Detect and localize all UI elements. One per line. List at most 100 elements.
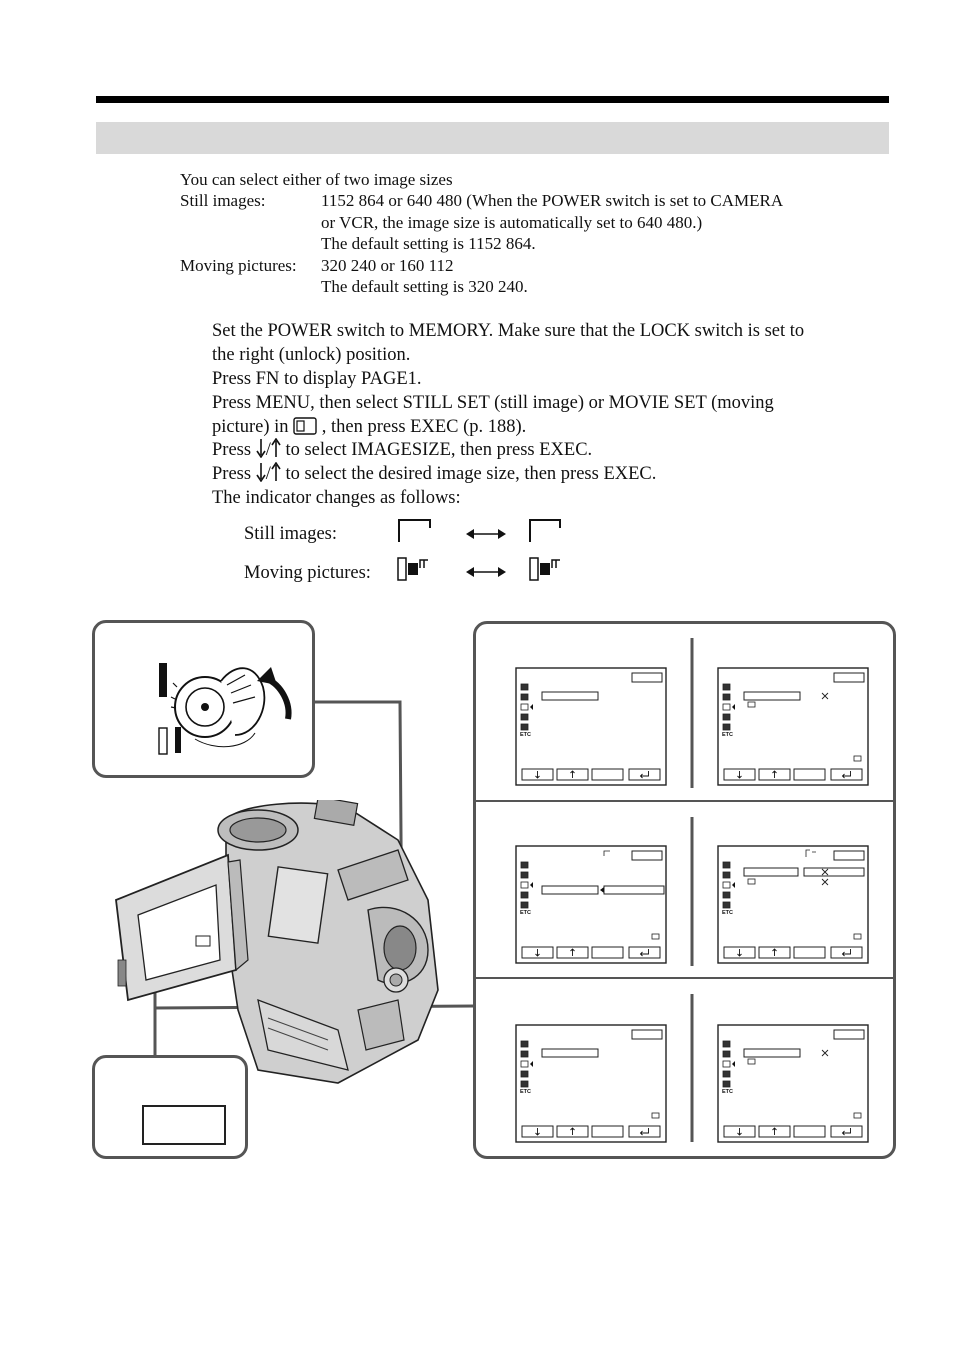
menu-category-icon (520, 703, 529, 711)
menu-screens: ETC ETC ETC ETC ETC ETC (476, 638, 893, 1143)
still-size-large-icon (398, 519, 431, 542)
menu-category-icon (722, 1050, 731, 1058)
menu-category-icon (520, 683, 529, 691)
power-switch-icon (158, 663, 292, 755)
blank-button (793, 1125, 826, 1138)
step-5-text-b: to select the desired image size, then p… (285, 464, 657, 484)
menu-category-icon (722, 713, 731, 721)
menu-category-icon (520, 1070, 529, 1078)
step-5: Press / to select the desired image size… (212, 461, 657, 489)
step-3-line-2: picture) in , then press EXEC (p. 188). (212, 415, 526, 442)
menu-category-icon (722, 881, 731, 889)
etc-label: ETC (520, 910, 531, 916)
indicator-graphics (397, 519, 561, 581)
arrow-down-icon (521, 1125, 554, 1138)
still-images-sizes: 1152 864 or 640 480 (When the POWER swit… (321, 191, 784, 210)
indicator-still-label: Still images: (244, 524, 338, 544)
menu-category-icon (722, 723, 731, 731)
cassette-icon (853, 933, 862, 940)
return-icon (830, 768, 863, 781)
etc-label: ETC (722, 732, 733, 738)
double-arrow-icon (466, 529, 506, 539)
header-rule (96, 96, 889, 103)
cassette-icon (853, 755, 862, 762)
return-icon (628, 946, 661, 959)
etc-label: ETC (722, 1089, 733, 1095)
menu-category-icon (722, 1040, 731, 1048)
lcd-menu-screen: ETC (717, 1024, 869, 1143)
moving-pictures-sizes: 320 240 or 160 112 (321, 256, 454, 275)
step-3-text-b: , then press EXEC (p. 188). (321, 417, 527, 437)
arrow-down-icon (256, 438, 266, 465)
step-1-line-2: the right (unlock) position. (212, 345, 411, 365)
arrow-down-icon (723, 768, 756, 781)
blank-button (591, 1125, 624, 1138)
film-small-icon (529, 557, 560, 581)
return-icon (830, 1125, 863, 1138)
etc-label: ETC (520, 732, 531, 738)
menu-category-icon (722, 1060, 731, 1068)
blank-button (591, 768, 624, 781)
menu-screens-panel: ETC ETC ETC ETC ETC ETC (473, 621, 896, 1159)
menu-category-icon (520, 901, 529, 909)
blank-button (591, 946, 624, 959)
arrow-up-icon (758, 946, 791, 959)
menu-category-icon (722, 861, 731, 869)
step-4: Press / to select IMAGESIZE, then press … (212, 437, 593, 465)
menu-category-icon (520, 861, 529, 869)
double-arrow-icon (466, 567, 506, 577)
power-switch-callout (92, 620, 315, 778)
menu-category-icon (722, 891, 731, 899)
arrow-up-icon (556, 946, 589, 959)
moving-pictures-default: The default setting is 320 240. (321, 277, 528, 296)
cassette-icon (853, 1112, 862, 1119)
arrow-down-icon (521, 946, 554, 959)
arrow-down-icon (723, 946, 756, 959)
arrow-up-icon (271, 461, 281, 489)
return-icon (628, 768, 661, 781)
menu-category-icon (722, 693, 731, 701)
step-3-line-1: Press MENU, then select STILL SET (still… (212, 393, 774, 413)
menu-category-icon (722, 683, 731, 691)
intro-line: You can select either of two image sizes (180, 170, 453, 189)
indicator-moving-label: Moving pictures: (244, 563, 371, 583)
still-images-label: Still images: (180, 191, 266, 210)
lcd-menu-screen: ETC (717, 845, 869, 964)
menu-category-icon (520, 1080, 529, 1088)
camcorder-illustration (115, 800, 439, 1084)
cassette-icon (651, 1112, 660, 1119)
arrow-up-icon (556, 1125, 589, 1138)
still-images-note: or VCR, the image size is automatically … (321, 213, 703, 232)
menu-category-icon (722, 703, 731, 711)
lcd-menu-screen: ETC (515, 667, 667, 786)
menu-category-icon (520, 881, 529, 889)
section-band (96, 122, 889, 154)
display-callout (92, 1055, 248, 1159)
arrow-down-icon (723, 1125, 756, 1138)
menu-category-icon (520, 693, 529, 701)
etc-label: ETC (520, 1089, 531, 1095)
menu-category-icon (722, 871, 731, 879)
menu-category-icon (520, 871, 529, 879)
moving-pictures-label: Moving pictures: (180, 256, 297, 275)
film-large-icon (397, 557, 428, 581)
arrow-down-icon (256, 462, 266, 489)
etc-label: ETC (722, 910, 733, 916)
blank-button (793, 946, 826, 959)
step-2: Press FN to display PAGE1. (212, 369, 422, 389)
arrow-up-icon (271, 437, 281, 465)
menu-category-icon (520, 1050, 529, 1058)
still-images-default: The default setting is 1152 864. (321, 234, 536, 253)
step-1-line-1: Set the POWER switch to MEMORY. Make sur… (212, 321, 805, 341)
arrow-up-icon (758, 1125, 791, 1138)
return-icon (628, 1125, 661, 1138)
step-4-text-b: to select IMAGESIZE, then press EXEC. (285, 440, 593, 460)
memory-indicator-box (142, 1105, 226, 1145)
menu-category-icon (520, 1040, 529, 1048)
step-5-text-a: Press (212, 464, 252, 484)
menu-category-icon (520, 1060, 529, 1068)
arrow-up-icon (758, 768, 791, 781)
menu-category-icon (722, 1080, 731, 1088)
menu-category-icon (722, 901, 731, 909)
menu-category-icon (520, 723, 529, 731)
